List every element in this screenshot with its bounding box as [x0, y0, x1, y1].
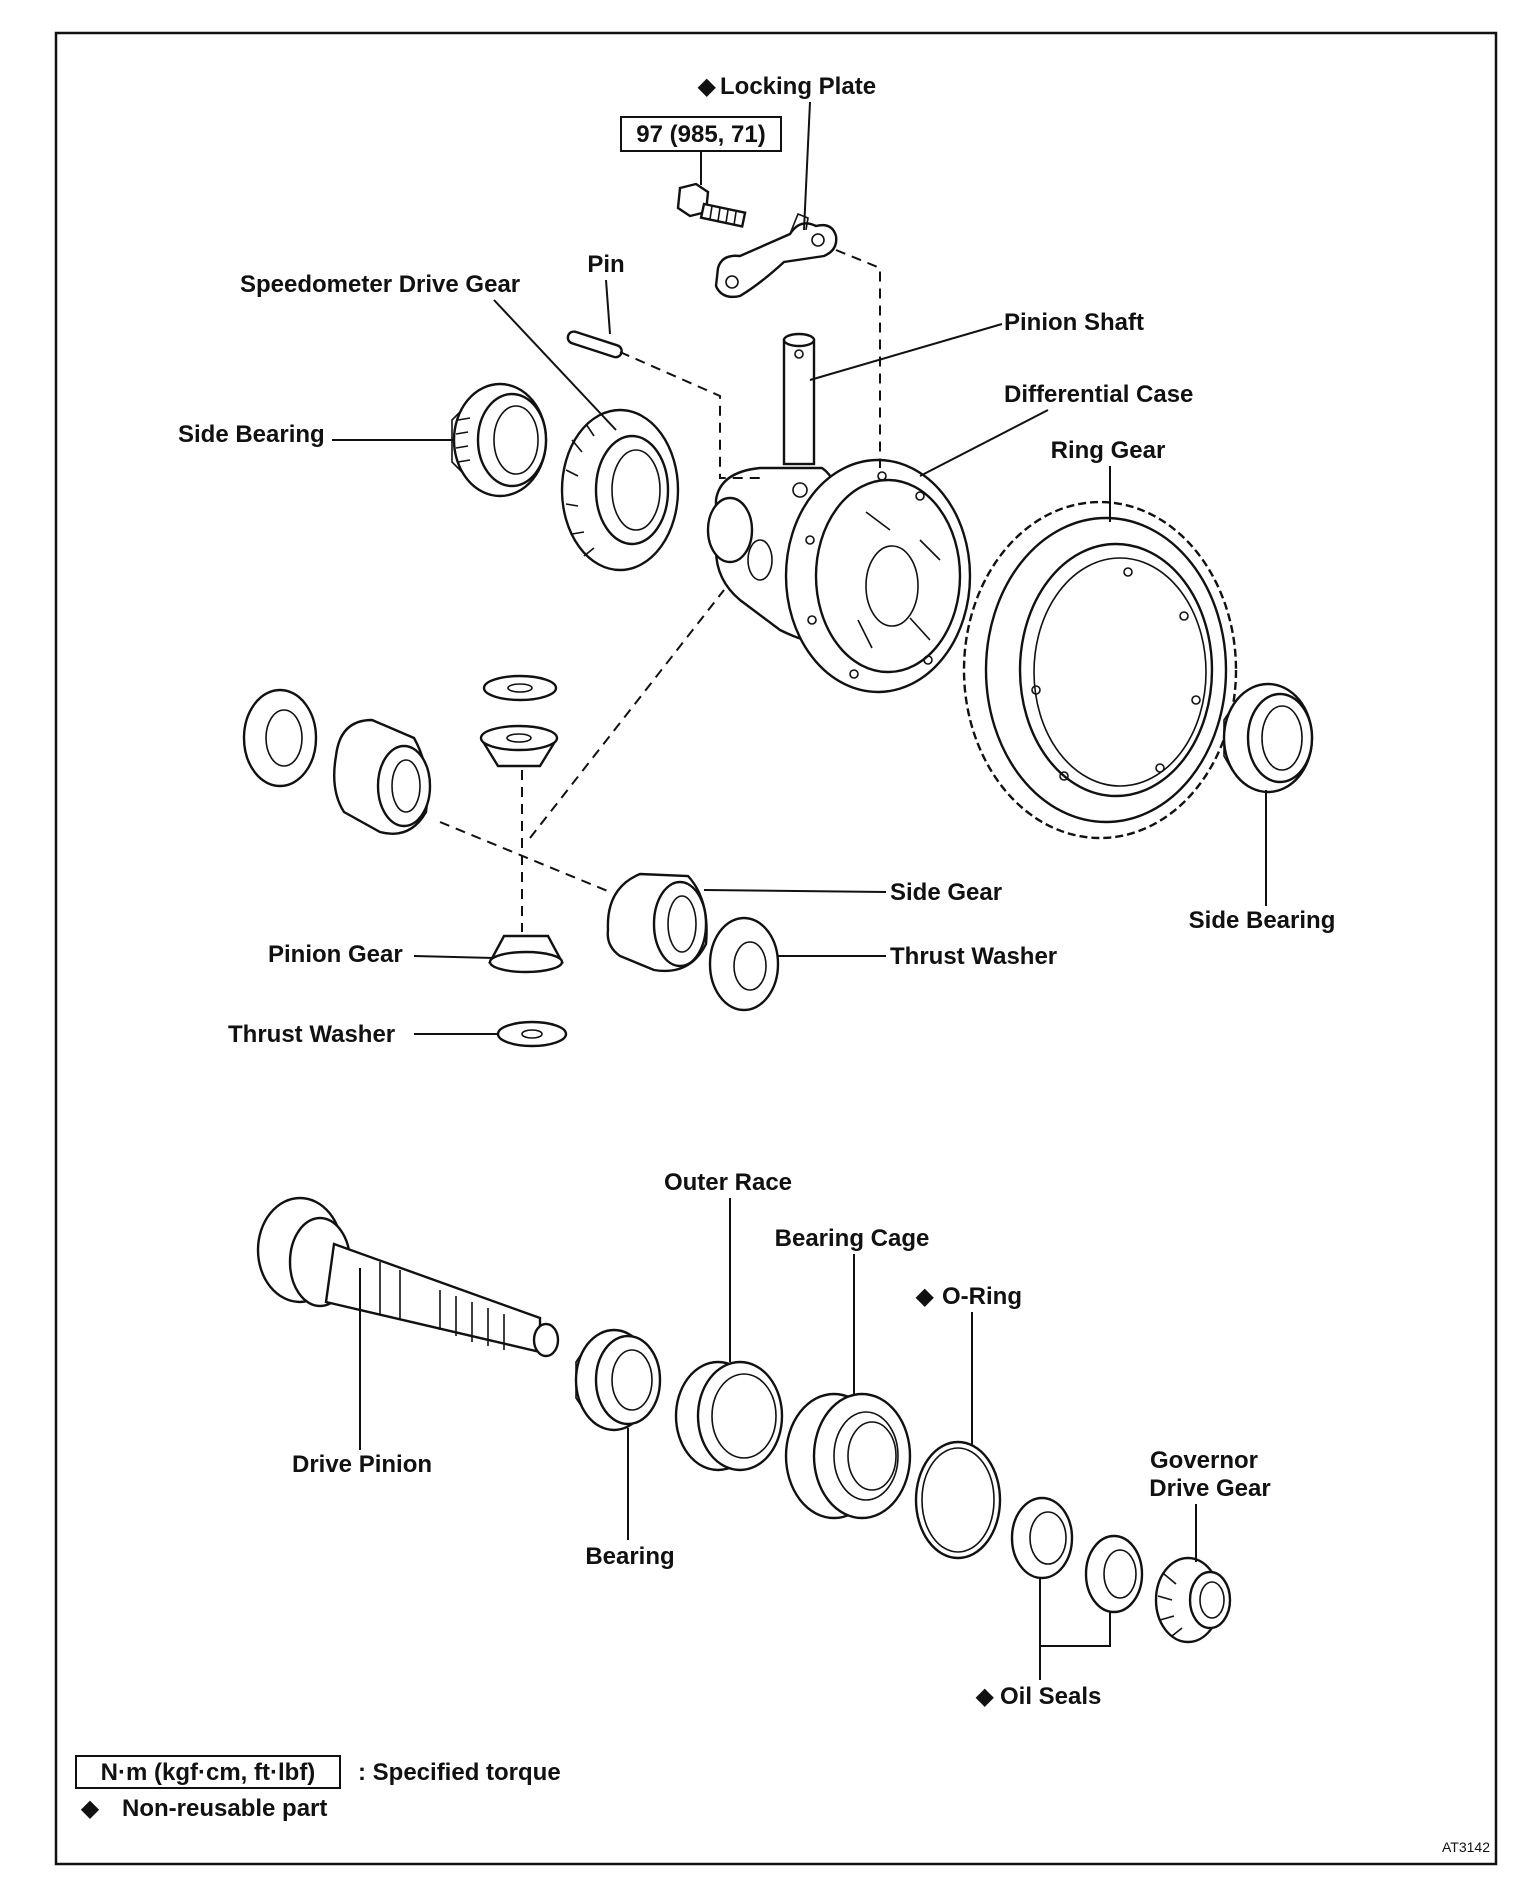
upper-pinion-washer [482, 674, 558, 702]
label-outer-race: Outer Race [664, 1169, 792, 1196]
label-drive-pinion: Drive Pinion [292, 1451, 432, 1478]
pin [566, 330, 623, 359]
label-thrust-washer-right: Thrust Washer [890, 943, 1057, 970]
diamond-locking-plate: ◆ [698, 73, 717, 100]
locking-plate-bolt [676, 182, 747, 228]
speedometer-drive-gear [560, 408, 680, 572]
drive-pinion [256, 1196, 560, 1358]
side-gear-washer-left [242, 688, 318, 788]
thrust-washer-left [496, 1020, 568, 1048]
o-ring [914, 1440, 1002, 1560]
label-differential-case: Differential Case [1004, 381, 1193, 408]
side-gear-right [606, 872, 708, 973]
label-side-bearing-left: Side Bearing [178, 421, 325, 448]
diamond-o-ring: ◆ [916, 1283, 935, 1310]
bearing [574, 1328, 662, 1432]
governor-drive-gear [1154, 1556, 1232, 1644]
label-o-ring: O-Ring [942, 1283, 1022, 1310]
diamond-oil-seals: ◆ [976, 1683, 995, 1710]
label-pinion-gear: Pinion Gear [268, 941, 403, 968]
label-thrust-washer-left: Thrust Washer [228, 1021, 395, 1048]
legend-torque-text: : Specified torque [358, 1759, 561, 1786]
side-bearing-left [451, 382, 548, 498]
label-governor-drive-gear-2: Drive Gear [1149, 1475, 1270, 1502]
oil-seal-2 [1084, 1534, 1144, 1614]
ring-gear [962, 500, 1238, 840]
assembly-line-plate [835, 249, 881, 468]
locking-plate [714, 212, 838, 299]
oil-seals-bracket [1039, 1578, 1111, 1647]
upper-pinion-gear [479, 724, 559, 768]
label-governor-drive-gear-1: Governor [1150, 1447, 1258, 1474]
legend-torque-unit: N·m (kgf·cm, ft·lbf) [101, 1759, 316, 1786]
label-side-bearing-right: Side Bearing [1189, 907, 1336, 934]
label-ring-gear: Ring Gear [1051, 437, 1166, 464]
label-side-gear: Side Gear [890, 879, 1002, 906]
figure-code: AT3142 [1442, 1839, 1490, 1855]
torque-spec-value: 97 (985, 71) [636, 121, 765, 148]
assembly-line-diag-1 [529, 589, 725, 839]
assembly-line-pin [619, 351, 760, 479]
outer-race [674, 1360, 784, 1472]
pinion-shaft [782, 332, 816, 466]
diagram-frame [54, 31, 1498, 1866]
assembly-line-diag-2 [439, 821, 611, 893]
thrust-washer-right [708, 916, 780, 1012]
oil-seal-1 [1010, 1496, 1074, 1580]
label-bearing-cage: Bearing Cage [775, 1225, 930, 1252]
side-bearing-right [1222, 682, 1314, 794]
label-pinion-shaft: Pinion Shaft [1004, 309, 1144, 336]
differential-case [706, 458, 972, 694]
label-locking-plate: Locking Plate [720, 73, 876, 100]
label-speedometer-drive-gear: Speedometer Drive Gear [240, 271, 520, 298]
legend-nonreusable-text: Non-reusable part [122, 1795, 327, 1822]
bearing-cage [784, 1392, 912, 1520]
side-gear-left [333, 718, 432, 835]
legend-torque-box [75, 1755, 341, 1789]
label-oil-seals: Oil Seals [1000, 1683, 1101, 1710]
label-bearing: Bearing [585, 1543, 674, 1570]
label-pin: Pin [587, 251, 624, 278]
legend-diamond: ◆ [81, 1795, 100, 1822]
pinion-gear [487, 934, 565, 974]
